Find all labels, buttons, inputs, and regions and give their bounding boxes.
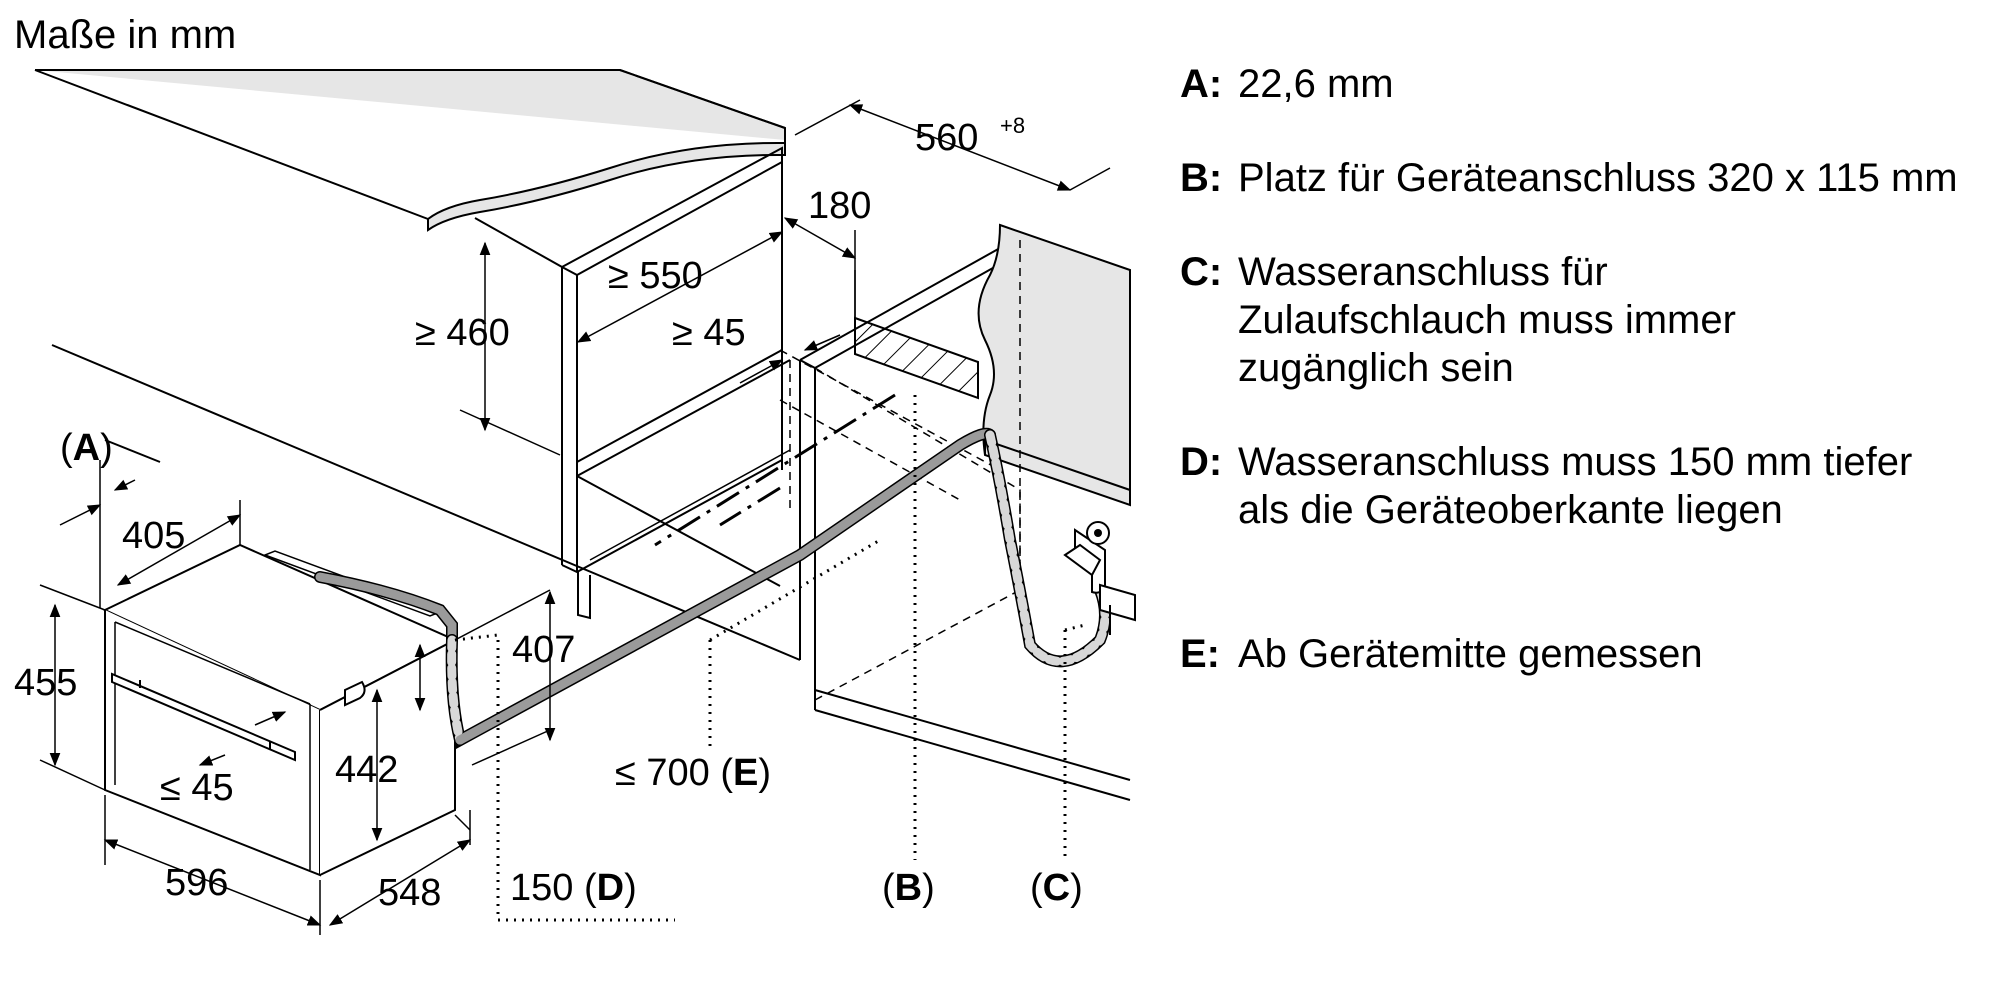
label-45-top: ≥ 45 [672,312,746,354]
legend-text: Wasseranschluss für Zulaufschlauch muss … [1238,250,1736,390]
floor-line-left [51,344,801,661]
label-b: (B) [882,867,935,909]
label-180: 180 [808,185,871,227]
connection-zone-b [854,270,979,400]
right-niche [779,247,1131,801]
label-560: 560 [915,117,978,159]
label-560-tolerance: +8 [1000,113,1025,138]
legend-key: C: [1180,250,1223,294]
legend-key: B: [1180,156,1223,200]
legend-text: 22,6 mm [1238,62,1394,106]
center-line [654,393,896,547]
label-596: 596 [165,862,228,904]
legend-key: D: [1180,440,1223,484]
water-hose [314,427,1111,749]
legend-text: Wasseranschluss muss 150 mm tiefer als d… [1238,440,1913,532]
legend-key: A: [1180,62,1223,106]
label-405: 405 [122,515,185,557]
legend-key: E: [1180,632,1220,676]
dimension-labels: 560 +8 180 ≥ 550 ≥ 460 ≥ 45 (A) 405 455 … [14,113,1083,914]
diagram-title: Maße in mm [14,13,236,57]
legend-text: Ab Gerätemitte gemessen [1238,632,1703,676]
label-a: (A) [60,427,113,469]
countertop [34,69,786,232]
label-460: ≥ 460 [415,312,510,354]
label-150-d: 150 (D) [510,867,637,909]
label-45-front: ≤ 45 [160,767,234,809]
legend-text: Platz für Geräteanschluss 320 x 115 mm [1238,156,1958,200]
label-442: 442 [335,749,398,791]
legend-item-e: E: Ab Gerätemitte gemessen [1180,630,1980,678]
label-455: 455 [14,662,77,704]
label-c: (C) [1030,867,1083,909]
label-700-e: ≤ 700 (E) [615,752,771,794]
dimension-lines [39,99,1111,935]
right-countertop [977,223,1131,590]
label-550: ≥ 550 [608,255,703,297]
installation-diagram: Maße in mm [14,13,1136,935]
niche-cabinet [474,146,791,620]
legend-item-a: A: 22,6 mm [1180,60,1980,108]
legend-item-c: C: Wasseranschluss für Zulaufschlauch mu… [1180,248,1980,392]
appliance [102,543,458,877]
legend-item-b: B: Platz für Geräteanschluss 320 x 115 m… [1180,154,1980,202]
label-548: 548 [378,872,441,914]
water-tap-icon [1063,521,1136,635]
legend-item-d: D: Wasseranschluss muss 150 mm tiefer al… [1180,438,1980,534]
legend: A: 22,6 mm B: Platz für Geräteanschluss … [1180,60,1980,678]
label-407: 407 [512,629,575,671]
